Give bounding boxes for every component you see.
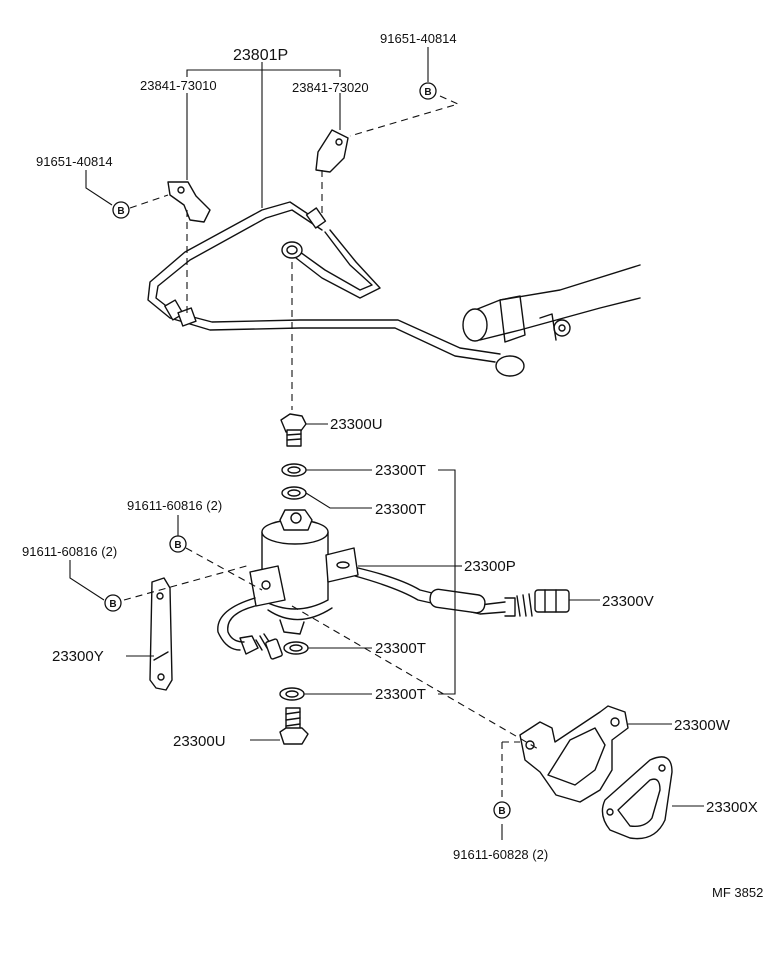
label-23300T-4: 23300T [375,686,426,703]
label-23300P: 23300P [464,558,516,575]
label-91611-60816-b: 91611-60816 (2) [22,544,117,559]
bolt-marker-mid: B [169,535,187,553]
svg-text:B: B [174,540,181,551]
label-23841-73020: 23841-73020 [292,80,369,95]
label-91611-60816-a: 91611-60816 (2) [127,498,222,513]
hose-bottom-left [217,597,283,660]
washer-2 [281,486,307,500]
svg-text:B: B [424,87,431,98]
bracket-23300W [519,705,629,803]
hose-23300V [354,567,570,617]
label-23300Y: 23300Y [52,648,104,665]
label-23300T-1: 23300T [375,462,426,479]
clip-23841-73020 [315,129,349,173]
washer-4 [279,687,305,701]
svg-text:B: B [498,806,505,817]
label-23300V: 23300V [602,593,654,610]
clip-23841-73010 [167,181,211,223]
label-23300T-2: 23300T [375,501,426,518]
svg-text:B: B [109,599,116,610]
svg-text:B: B [117,206,124,217]
label-23300X: 23300X [706,799,758,816]
label-23300W: 23300W [674,717,731,734]
diagram-code: MF 3852 [712,885,763,900]
leader-lines [69,47,704,840]
washer-1 [281,463,307,477]
label-23300U-bottom: 23300U [173,733,226,750]
label-23801P: 23801P [233,47,288,64]
gasket-23300X [601,756,673,840]
bolt-marker-top: B [419,82,437,100]
assembly-dashed-lines [123,95,541,800]
label-23300U-top: 23300U [330,416,383,433]
label-91611-60828: 91611-60828 (2) [453,847,548,862]
bolt-marker-mid-left: B [104,594,122,612]
label-23841-73010: 23841-73010 [140,78,217,93]
union-bolt-bottom [279,707,309,745]
label-91651-40814-left: 91651-40814 [36,154,113,169]
bracket-23300Y [149,577,173,691]
fuel-pipe-assembly [147,201,641,377]
valve-body-23300P [249,509,359,635]
union-bolt-top [280,413,307,447]
label-23300T-3: 23300T [375,640,426,657]
bolt-marker-left: B [112,201,130,219]
bolt-marker-bottom: B [493,801,511,819]
label-91651-40814-top: 91651-40814 [380,31,457,46]
washer-3 [283,641,309,655]
